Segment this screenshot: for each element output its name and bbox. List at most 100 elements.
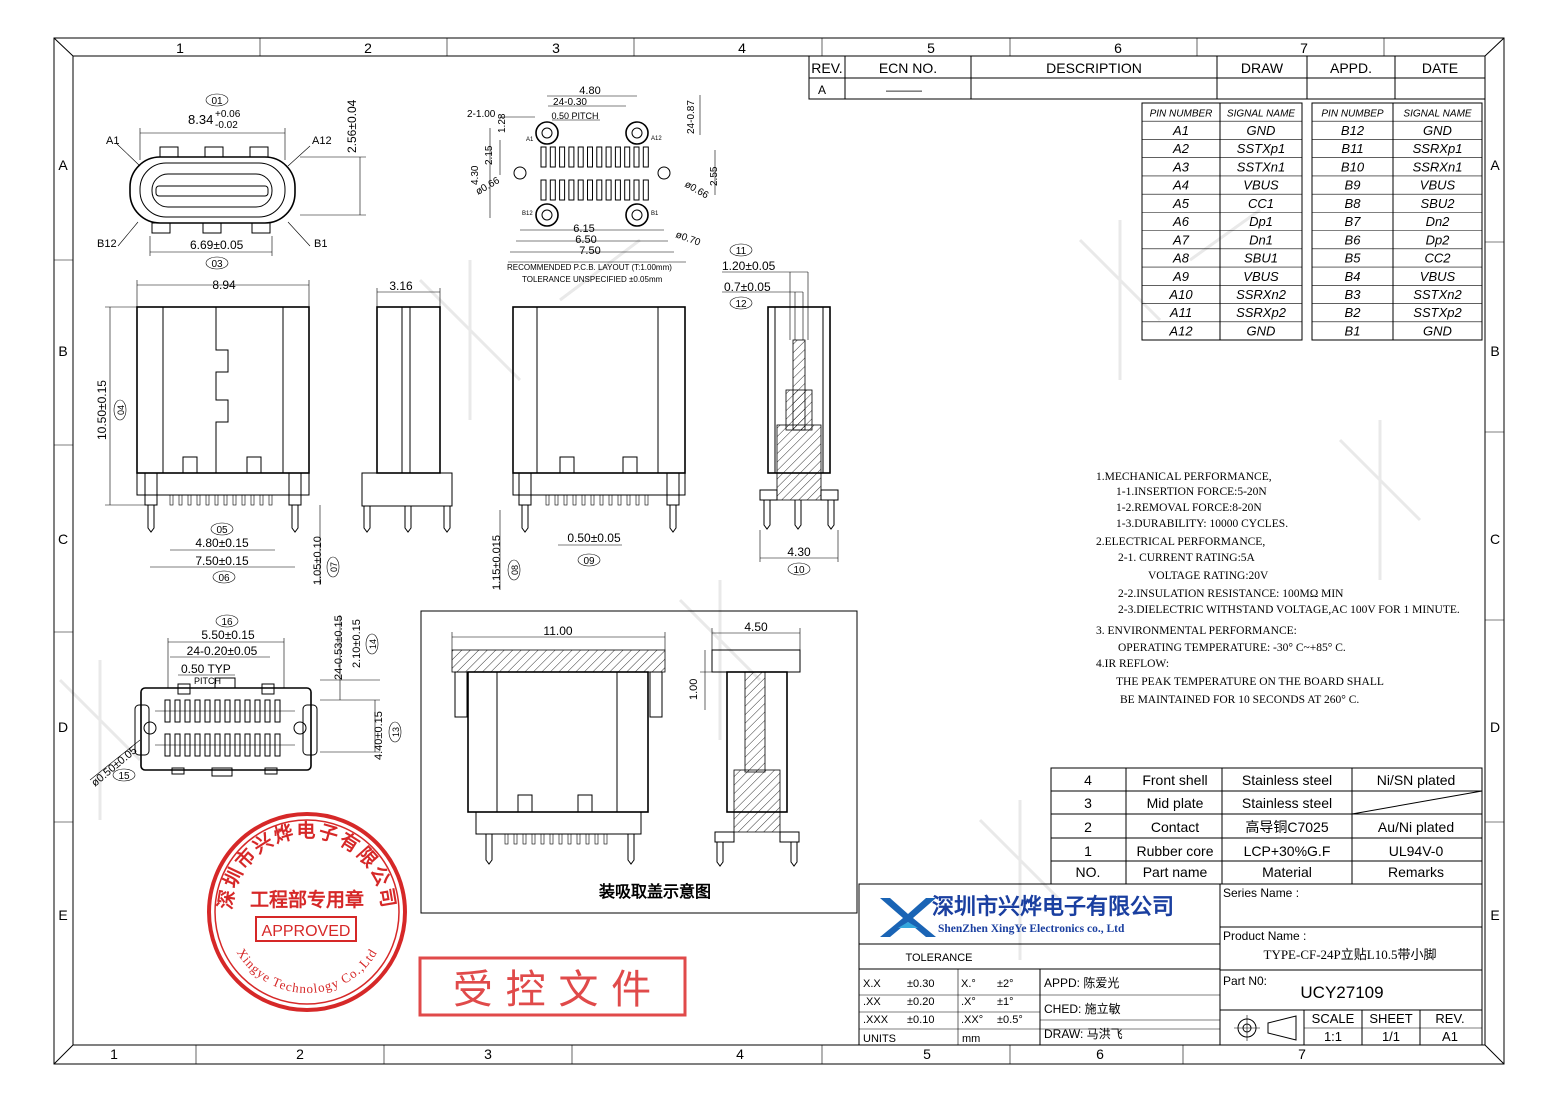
pin-b-cell-num: B10 [1341,159,1365,174]
sheet-label: SHEET [1369,1011,1412,1026]
contact-pin [268,494,273,506]
rev-label: REV. [1435,1011,1464,1026]
rev-header-desc: DESCRIPTION [1046,60,1142,76]
balloon-09: 09 [583,556,595,567]
pin-b-cell-num: B4 [1345,269,1361,284]
balloon-07: 07 [329,562,339,572]
pcb-pad [624,179,631,201]
zone-left-C: C [58,531,68,547]
pin-a-cell-num: A3 [1172,159,1190,174]
balloon-06: 06 [218,573,230,584]
contact-pin [250,494,255,506]
balloon-16: 16 [221,617,233,628]
pin-a-cell-num: A11 [1169,305,1192,320]
pcb-pad [624,146,631,168]
bom-cell: 高导铜C7025 [1245,819,1328,835]
pcb-pad [549,179,556,201]
bom-cell: UL94V-0 [1389,843,1444,859]
bom-header: Remarks [1388,864,1444,880]
seal-approved-text: APPROVED [262,923,351,940]
product-name: TYPE-CF-24P立贴L10.5带小脚 [1264,947,1437,962]
pcb-pad [559,146,566,168]
note-line: 2-3.DIELECTRIC WITHSTAND VOLTAGE,AC 100V… [1118,604,1460,616]
pin-a-cell-signal: Dp1 [1249,214,1273,229]
pin-b-cell-num: B11 [1341,141,1363,156]
zone-left-A: A [58,157,68,173]
pcb-pad [549,146,556,168]
tolerance-cell: .XX° [961,1014,983,1026]
pcb-caption-1: RECOMMENDED P.C.B. LAYOUT (T:1.00mm) [507,263,672,272]
zone-bottom-3: 3 [484,1046,492,1062]
contact-pin [205,494,210,506]
contact-pin [599,494,604,506]
pcb-dim-650: 6.50 [575,234,596,246]
side-dim-316: 3.16 [389,279,413,293]
zone-bottom-5: 5 [923,1046,931,1062]
note-line: 1-2.REMOVAL FORCE:8-20N [1116,502,1262,514]
company-seal: 深圳市兴烨电子有限公司 Xingye Technology Co.,Ltd 工程… [207,812,407,1012]
bom-cell: Au/Ni plated [1378,819,1454,835]
tolerance-cell: ±0.10 [907,1014,934,1026]
contact-pin [644,494,649,506]
contact-pin [259,494,264,506]
scale-label: SCALE [1312,1011,1355,1026]
controlled-stamp-text: 受 控 文 件 [453,967,651,1013]
cap-dim-100: 1.00 [688,679,700,700]
pin-b-cell-signal: SSTXp2 [1413,305,1462,320]
dim-tol-up: +0.06 [215,109,241,120]
projection-symbol-icon [1234,1015,1297,1041]
series-label: Series Name : [1223,886,1299,900]
balloon-13: 13 [391,727,401,737]
zone-right-A: A [1490,157,1500,173]
front-dim-105: 1.05±0.10 [312,536,324,585]
pcb-pad [596,179,603,201]
pin-b-cell-num: B12 [1341,123,1365,138]
contact-pin [603,833,608,845]
pin-a-cell-num: A4 [1172,178,1189,193]
zone-right-B: B [1490,343,1499,359]
tolerance-cell: ±0.5° [997,1014,1023,1026]
back-dim-115: 1.15±0.015 [491,535,503,590]
pcb-pad [642,146,649,168]
note-line: THE PEAK TEMPERATURE ON THE BOARD SHALL [1116,676,1384,688]
pin-b-cell-signal: VBUS [1420,178,1456,193]
zone-right-E: E [1490,907,1499,923]
units-value: mm [962,1033,980,1045]
pcb-pad [587,146,593,168]
pcb-pad [596,146,603,168]
pcb-pad [540,179,547,201]
note-line: OPERATING TEMPERATURE: -30° C~+85° C. [1118,642,1346,654]
company-name-en: ShenZhen XingYe Electronics co., Ltd [938,923,1125,935]
label-b12: B12 [97,238,117,250]
appd-line: APPD: 陈爱光 [1044,975,1119,990]
pcb-dim-128: 1.28 [497,113,508,133]
pin-b-cell-num: B8 [1345,196,1362,211]
pcb-dim-615: 6.15 [573,223,594,235]
pcb-a12: A12 [651,136,662,142]
contact-pin [522,833,527,845]
balloon-15: 15 [118,771,130,782]
note-line: 2-2.INSULATION RESISTANCE: 100MΩ MIN [1118,588,1344,600]
contact-pin [504,833,509,845]
pcb-pad [568,179,575,201]
tolerance-cell: ±2° [997,978,1014,990]
bom-header: Part name [1143,864,1208,880]
label-a12: A12 [312,135,332,147]
rev-value: A1 [1442,1029,1458,1044]
zone-top-2: 2 [364,40,372,56]
pin-a-cell-num: A8 [1172,251,1190,266]
rev-header-rev: REV. [811,60,842,76]
contact-pin [617,494,622,506]
pin-a-cell-signal: VBUS [1243,178,1279,193]
pcb-dim-24-087: 24-0.87 [686,100,697,134]
note-line: 2.ELECTRICAL PERFORMANCE, [1096,536,1265,548]
zone-left-E: E [58,907,67,923]
rev-header-ecn: ECN NO. [879,60,937,76]
pin-a-cell-signal: SSRXp2 [1236,305,1287,320]
bom-cell: 3 [1084,795,1092,811]
pcb-dim-24-030: 24-0.30 [553,97,587,108]
bom-cell: Ni/SN plated [1377,772,1456,788]
bom-cell: LCP+30%G.F [1244,843,1331,859]
